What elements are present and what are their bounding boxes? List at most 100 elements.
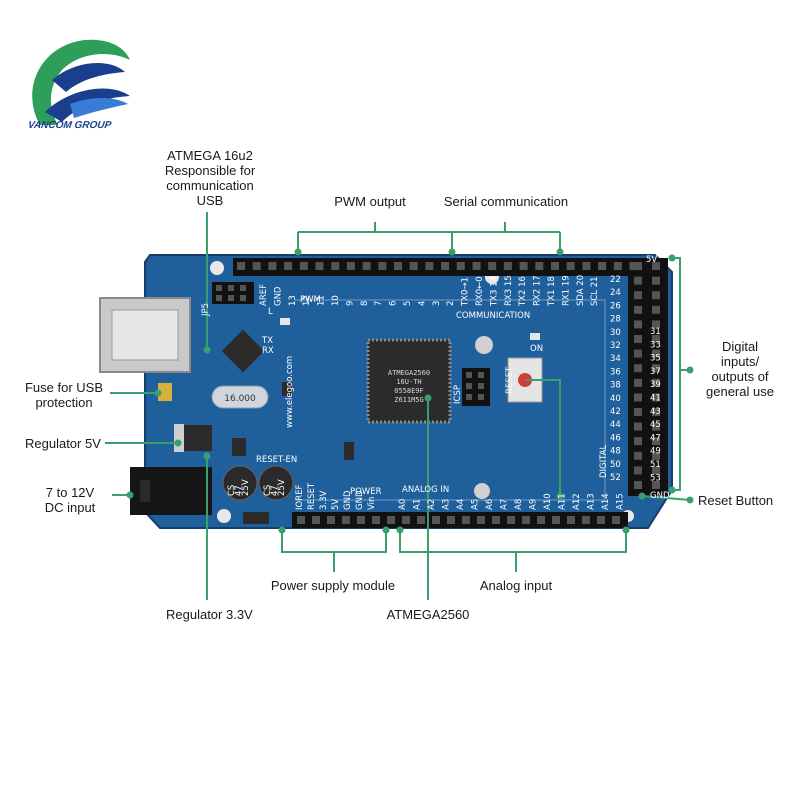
right-bottom-label: GND xyxy=(650,491,670,501)
label-power-supply-module: Power supply module xyxy=(270,578,396,593)
leader-dot xyxy=(686,496,694,504)
label-reset-button: Reset Button xyxy=(698,493,774,508)
pin xyxy=(284,262,293,270)
pin xyxy=(652,291,660,300)
pin xyxy=(387,516,395,524)
right-pin-label: 30 xyxy=(610,328,621,338)
chip-marking: Z611M5G xyxy=(394,396,424,404)
pin xyxy=(567,516,575,524)
pin xyxy=(612,516,620,524)
top-pin-label: RX1 19 xyxy=(561,275,571,306)
l-led-label: L xyxy=(268,307,273,317)
right-pin-label: 26 xyxy=(610,301,621,311)
power-label: POWER xyxy=(350,487,382,497)
leader-dot xyxy=(668,486,676,494)
pin xyxy=(447,516,455,524)
pin xyxy=(299,262,308,270)
pin xyxy=(466,394,472,400)
fuse xyxy=(158,383,172,401)
capacitor-1 xyxy=(222,465,258,501)
pin xyxy=(331,262,340,270)
right-pin-label: 50 xyxy=(610,460,621,470)
right-pin-label: 40 xyxy=(610,394,621,404)
pin xyxy=(346,262,355,270)
mount-hole xyxy=(474,483,490,499)
logo-light-swoosh-icon xyxy=(70,98,128,118)
pin xyxy=(478,372,484,378)
right-pin-label: 38 xyxy=(610,381,621,391)
pin xyxy=(488,262,497,270)
top-pin-label: SCL 21 xyxy=(590,276,600,306)
pin xyxy=(228,285,234,291)
pin xyxy=(441,262,450,270)
communication-group-label: COMMUNICATION xyxy=(456,311,530,321)
pin xyxy=(634,349,642,358)
atmega16u2-chip xyxy=(221,329,265,373)
analog-pin-label: A3 xyxy=(442,499,452,510)
right-pin-label: 37 xyxy=(650,367,661,377)
mount-hole xyxy=(217,509,231,523)
pin xyxy=(634,305,642,314)
right-pin-label: 52 xyxy=(610,473,621,483)
pin xyxy=(456,262,465,270)
power-pin-label: Vin xyxy=(367,497,377,510)
pin xyxy=(240,285,246,291)
right-pin-label: 45 xyxy=(650,420,661,430)
analog-pin-label: A11 xyxy=(558,493,568,510)
pin xyxy=(537,516,545,524)
top-pin-label: 3 xyxy=(432,301,442,306)
pin xyxy=(634,262,642,270)
power-pin-label: IOREF xyxy=(295,485,305,510)
pin xyxy=(237,262,245,270)
label-fuse-usb: Fuse for USB protection xyxy=(24,380,104,410)
icsp-label: ICSP xyxy=(453,385,463,404)
right-pin-label: 44 xyxy=(610,420,621,430)
power-pin-label: GND xyxy=(343,490,353,510)
leader-dot xyxy=(668,254,676,262)
pin xyxy=(268,262,277,270)
label-analog-input: Analog input xyxy=(479,578,553,593)
pin xyxy=(362,262,371,270)
right-pin-label: 22 xyxy=(610,275,621,285)
mount-hole xyxy=(210,261,224,275)
logo-blue-swoosh-icon xyxy=(45,88,130,122)
pin xyxy=(634,320,642,329)
top-pin-label: RX2 17 xyxy=(533,275,543,306)
pin xyxy=(652,320,660,329)
analog-pin-label: A7 xyxy=(500,499,510,510)
capacitor-label: 25V xyxy=(241,479,251,496)
top-pin-label: GND xyxy=(273,286,283,306)
right-pin-label: 33 xyxy=(650,340,661,350)
pin xyxy=(228,295,234,301)
pin xyxy=(634,378,642,387)
right-pin-label: 51 xyxy=(650,460,661,470)
leader-line xyxy=(525,379,561,496)
label-dc-input: 7 to 12V DC input xyxy=(44,485,96,515)
top-pin-label: AREF xyxy=(259,284,269,306)
power-pin-label: GND xyxy=(355,490,365,510)
pin xyxy=(394,262,402,270)
leader-dot xyxy=(448,248,456,256)
pin xyxy=(519,262,528,270)
pin xyxy=(652,422,660,431)
chip-marking: ATMEGA2560 xyxy=(388,369,430,377)
leader-dot xyxy=(638,492,646,500)
pin xyxy=(634,466,642,475)
chip-marking: 16U-TH xyxy=(396,378,421,386)
leader-dot xyxy=(556,248,564,256)
pin xyxy=(372,516,380,524)
pin xyxy=(297,516,305,524)
pin xyxy=(566,262,575,270)
pin xyxy=(634,451,642,460)
pin xyxy=(327,516,335,524)
pin xyxy=(425,262,434,270)
pin xyxy=(462,516,470,524)
reset-en-label: RESET-EN xyxy=(256,455,297,465)
label-atmega16u2: ATMEGA 16u2 Responsible for communicatio… xyxy=(164,148,256,208)
pin xyxy=(466,372,472,378)
right-pin-label: 31 xyxy=(650,327,661,337)
leader-line xyxy=(281,530,387,553)
pin xyxy=(652,481,660,489)
leader-line xyxy=(399,530,627,553)
